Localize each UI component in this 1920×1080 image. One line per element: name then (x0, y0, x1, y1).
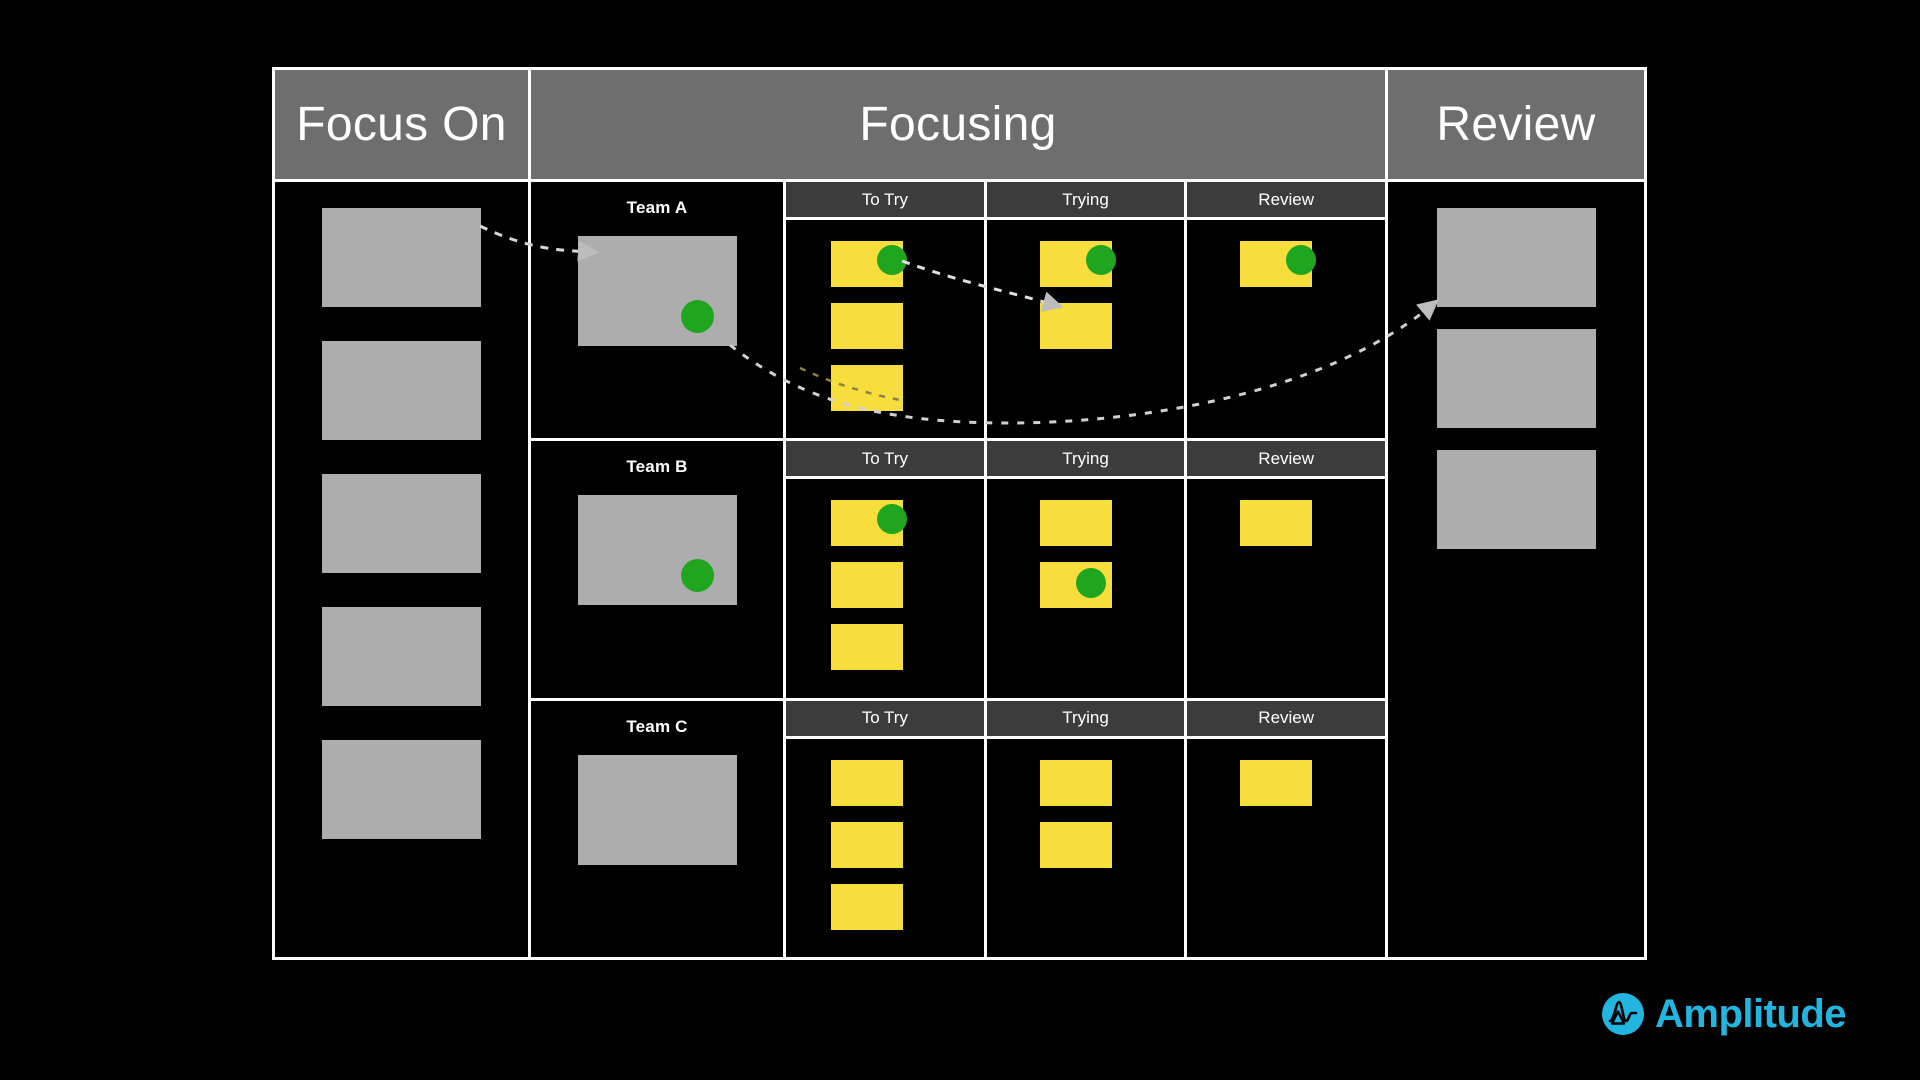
team-cell-a[interactable]: Team A (531, 182, 786, 439)
column-header-review-label: Review (1436, 98, 1596, 151)
lane-team-c-review[interactable]: Review (1187, 700, 1386, 957)
sticky-card[interactable] (1039, 821, 1112, 868)
sticky-card[interactable] (1240, 759, 1313, 806)
lane-body[interactable] (786, 220, 984, 438)
team-cell-b[interactable]: Team B (531, 441, 786, 698)
sticky-card[interactable] (830, 883, 903, 930)
column-header-focus-on[interactable]: Focus On (275, 70, 531, 182)
review-column[interactable] (1388, 182, 1644, 957)
sticky-card[interactable] (830, 241, 907, 287)
lane-team-a-review[interactable]: Review (1187, 182, 1386, 438)
focus-on-card-3[interactable] (322, 474, 481, 573)
sticky-card[interactable] (830, 821, 903, 868)
lane-team-b-to-try[interactable]: To Try (786, 441, 987, 698)
lane-body[interactable] (987, 479, 1185, 697)
sticky-card[interactable] (1240, 241, 1317, 287)
lane-team-a-to-try[interactable]: To Try (786, 182, 987, 439)
team-thumbnail-c[interactable] (577, 754, 737, 865)
sticky-card[interactable] (830, 500, 907, 547)
sticky-card[interactable] (1240, 500, 1313, 547)
sticky-card[interactable] (830, 759, 903, 806)
lane-body[interactable] (987, 739, 1185, 957)
team-label-a: Team A (626, 198, 688, 217)
team-label-c: Team C (626, 716, 688, 736)
sticky-card[interactable] (1039, 500, 1112, 547)
lane-header-label: Review (1187, 182, 1386, 220)
sticky-card[interactable] (1039, 303, 1112, 349)
team-c-lanes: To Try Trying (786, 700, 1386, 957)
status-dot-green (1286, 245, 1317, 275)
team-thumbnail-b[interactable] (577, 495, 737, 606)
team-cell-c[interactable]: Team C (531, 700, 786, 957)
sticky-card[interactable] (1039, 759, 1112, 806)
board-header-row: Focus On Focusing Review (275, 70, 1644, 182)
amplitude-logo-icon (1602, 993, 1644, 1035)
team-thumbnail-a[interactable] (577, 236, 737, 346)
team-row-a: Team A To Try Tryin (531, 182, 1386, 442)
lane-header-label: Review (1187, 700, 1386, 739)
team-b-lanes: To Try Trying (786, 441, 1386, 698)
focus-on-card-1[interactable] (322, 208, 481, 307)
lane-team-c-to-try[interactable]: To Try (786, 700, 987, 957)
lane-body[interactable] (786, 739, 984, 957)
sticky-card[interactable] (1039, 562, 1112, 609)
lane-body[interactable] (1187, 479, 1385, 697)
team-label-b: Team B (626, 457, 688, 477)
status-dot-green (680, 300, 714, 333)
sticky-card[interactable] (830, 562, 903, 609)
status-dot-green (680, 559, 714, 593)
lane-body[interactable] (1187, 739, 1385, 957)
focusing-column: Team A To Try Tryin (531, 182, 1388, 957)
sticky-card[interactable] (830, 624, 903, 671)
column-header-focus-on-label: Focus On (296, 98, 507, 151)
amplitude-wordmark: Amplitude (1655, 992, 1847, 1036)
sticky-card[interactable] (830, 365, 903, 411)
focus-on-card-4[interactable] (322, 607, 481, 706)
kanban-board: Focus On Focusing Review Team A (272, 67, 1647, 960)
lane-team-b-trying[interactable]: Trying (986, 441, 1188, 698)
lane-header-label: To Try (786, 182, 984, 220)
lane-header-label: Trying (986, 441, 1185, 480)
lane-header-label: Trying (986, 182, 1185, 220)
board-body: Team A To Try Tryin (275, 182, 1644, 957)
lane-body[interactable] (786, 479, 984, 697)
lane-header-label: Review (1187, 441, 1386, 480)
lane-body[interactable] (987, 220, 1185, 438)
review-card-1[interactable] (1436, 208, 1596, 307)
lane-team-a-trying[interactable]: Trying (986, 182, 1188, 439)
team-row-c: Team C To Try Trying (531, 700, 1386, 957)
review-card-2[interactable] (1436, 329, 1596, 428)
status-dot-green (876, 245, 907, 275)
sticky-card[interactable] (1039, 241, 1116, 287)
status-dot-green (1085, 245, 1116, 275)
focus-on-column[interactable] (275, 182, 531, 957)
lane-body[interactable] (1187, 220, 1385, 438)
team-row-b: Team B To Try Tryin (531, 441, 1386, 701)
focus-on-card-5[interactable] (322, 740, 481, 839)
lane-team-c-trying[interactable]: Trying (986, 700, 1188, 957)
status-dot-green (1075, 568, 1106, 599)
lane-header-label: Trying (986, 700, 1185, 739)
lane-team-b-review[interactable]: Review (1187, 441, 1386, 697)
column-header-focusing-label: Focusing (859, 98, 1057, 151)
amplitude-logo: Amplitude (1601, 992, 1847, 1036)
focus-on-card-2[interactable] (322, 341, 481, 440)
review-card-3[interactable] (1436, 450, 1596, 549)
team-a-lanes: To Try Trying (786, 182, 1386, 439)
lane-header-label: To Try (786, 441, 984, 480)
column-header-review[interactable]: Review (1388, 70, 1644, 182)
sticky-card[interactable] (830, 303, 903, 349)
column-header-focusing[interactable]: Focusing (531, 70, 1388, 182)
status-dot-green (876, 504, 907, 535)
lane-header-label: To Try (786, 700, 984, 739)
